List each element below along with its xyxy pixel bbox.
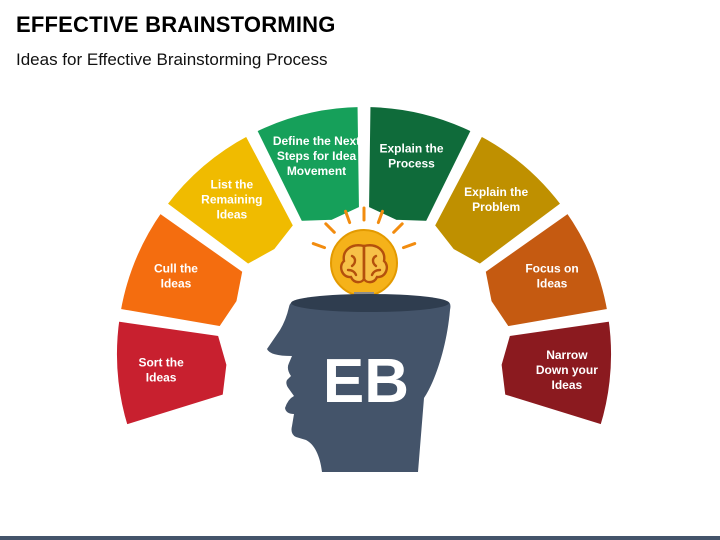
ray (401, 242, 417, 250)
page-subtitle: Ideas for Effective Brainstorming Proces… (16, 50, 328, 69)
segment-cull (114, 206, 249, 333)
segment-explain-process (363, 101, 478, 227)
head-opening (291, 294, 449, 312)
ray (344, 209, 352, 225)
segment-sort (111, 315, 233, 431)
monogram-text: EB (323, 347, 409, 416)
idea-rays-icon (311, 206, 417, 250)
segment-list (160, 129, 300, 271)
brain-icon (340, 244, 388, 284)
head-silhouette (267, 301, 451, 472)
ray (392, 222, 404, 234)
segment-focus (479, 206, 614, 333)
segment-narrow (495, 315, 617, 431)
ray (311, 242, 327, 250)
page-title: EFFECTIVE BRAINSTORMING (16, 12, 336, 37)
footer-bar (0, 536, 720, 540)
segment-explain-problem (428, 129, 568, 271)
ray (324, 222, 336, 234)
ray (376, 209, 384, 225)
center-graphic: EB (267, 206, 451, 472)
